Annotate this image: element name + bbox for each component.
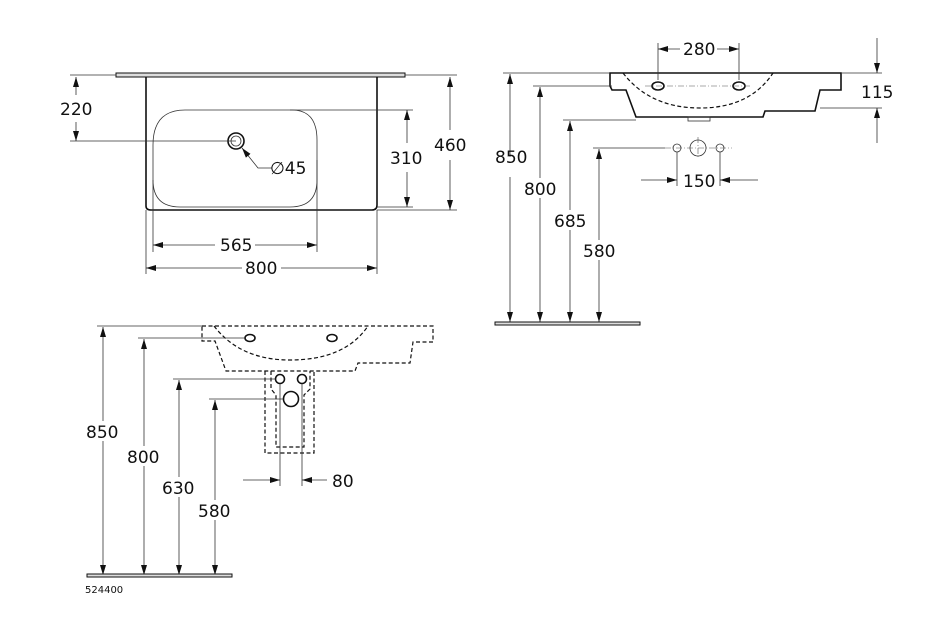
- dim-565-label: 565: [220, 236, 252, 256]
- drain-diameter-label: ∅45: [270, 159, 306, 179]
- label-bg: [554, 210, 586, 230]
- supply-connection-icon: [274, 373, 286, 385]
- side-view: 280 115 150 850 800 685 580: [494, 38, 893, 326]
- overflow-outlet: [687, 116, 711, 122]
- drain-connection-icon: [282, 390, 300, 408]
- supply-connection-icon: [296, 373, 308, 385]
- tap-hole-icon: [244, 333, 256, 343]
- basin-outline: [145, 77, 378, 211]
- dim-310-label: 310: [390, 149, 422, 169]
- label-bg: [495, 157, 527, 177]
- dim-685-label: 685: [554, 212, 586, 232]
- label-bg: [524, 178, 556, 198]
- dim-460-label: 460: [434, 136, 466, 156]
- bowl-outline: [152, 109, 318, 208]
- dim-150-label: 150: [683, 172, 715, 192]
- dim-580-label: 580: [198, 502, 230, 522]
- dim-850-label: 850: [495, 148, 527, 168]
- label-bg: [198, 500, 234, 520]
- label-bg: [583, 240, 615, 260]
- dim-850-label: 850: [86, 423, 118, 443]
- basin-profile: [609, 72, 842, 118]
- label-bg: [162, 477, 198, 497]
- drain-leader: [241, 147, 272, 169]
- front-view: 80 850 800 630 580 524400: [85, 325, 434, 596]
- article-number: 524400: [85, 585, 123, 596]
- dim-800-label: 800: [524, 180, 556, 200]
- bowl-hidden-line: [622, 72, 774, 109]
- dim-220-label: 220: [60, 100, 92, 120]
- basin-hidden-outline: [201, 325, 434, 372]
- dim-80-label: 80: [332, 472, 354, 492]
- dim-115-label: 115: [861, 83, 893, 103]
- dim-800-label: 800: [127, 448, 159, 468]
- dim-630-label: 630: [162, 479, 194, 499]
- floor-bar: [86, 573, 233, 578]
- floor-bar: [494, 321, 641, 326]
- wall-bar: [115, 72, 406, 78]
- dim-800-label: 800: [245, 259, 277, 279]
- dim-280-label: 280: [683, 40, 715, 60]
- label-bg: [86, 421, 122, 441]
- label-bg: [127, 446, 163, 466]
- tap-hole-icon: [326, 333, 338, 343]
- bowl-hidden-line: [213, 325, 369, 361]
- pedestal-inner-outline: [270, 371, 311, 448]
- dim-580-label: 580: [583, 242, 615, 262]
- pedestal-outline: [264, 371, 315, 454]
- top-view: ∅45 220 310 460 565 800: [60, 72, 466, 279]
